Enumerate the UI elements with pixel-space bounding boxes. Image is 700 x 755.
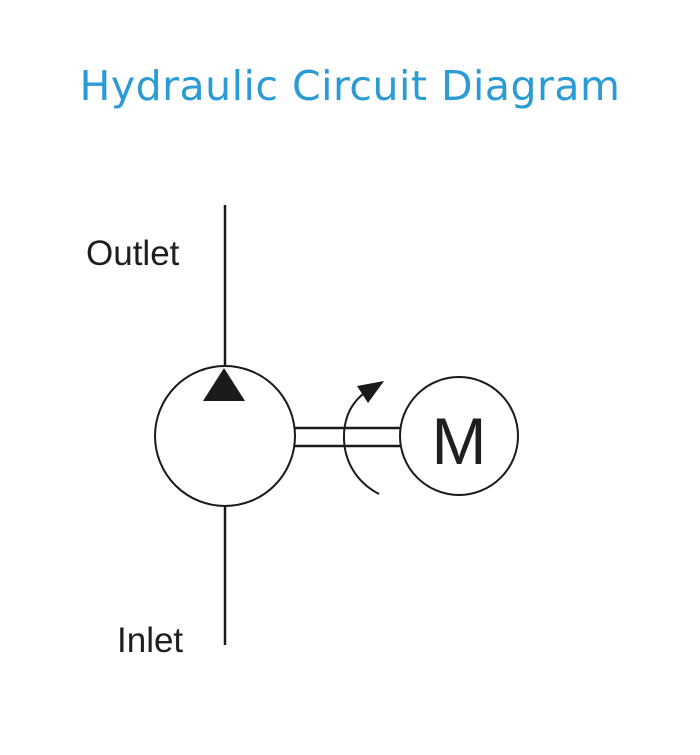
rotation-arrow-icon — [342, 387, 380, 495]
pump-icon — [154, 365, 296, 507]
inlet-label: Inlet — [117, 621, 183, 660]
page-title: Hydraulic Circuit Diagram — [79, 62, 621, 110]
motor-icon — [399, 376, 519, 496]
outlet-label: Outlet — [86, 234, 180, 273]
flow-direction-triangle-icon — [203, 368, 245, 401]
rotation-arrowhead-icon — [357, 381, 384, 403]
motor-label: M — [432, 404, 487, 478]
